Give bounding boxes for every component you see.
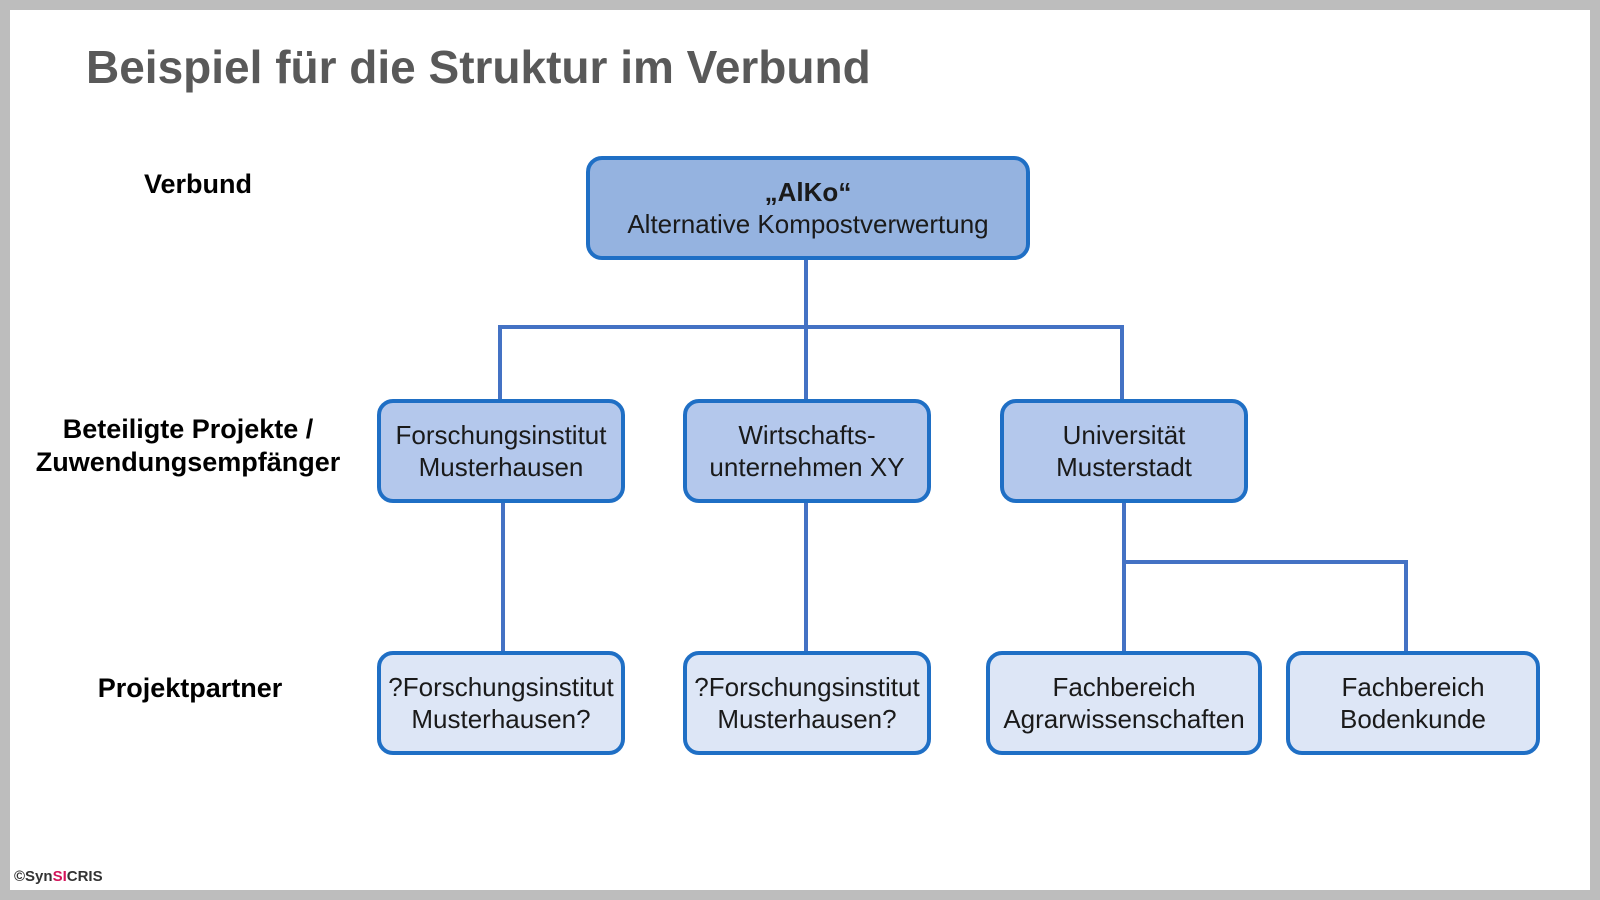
node-verbund-alko-name: „AlKo“: [764, 177, 852, 207]
level-label-verbund: Verbund: [143, 169, 252, 199]
node-fachbereich-boden-line1: Fachbereich: [1341, 672, 1485, 702]
node-verbund-alko-subtitle: Alternative Kompostverwertung: [627, 209, 989, 239]
copyright-suffix: CRIS: [66, 868, 103, 885]
node-universitaet: Universität Musterstadt: [1000, 399, 1248, 503]
node-partner-wirtschaft-line2: Musterhausen?: [717, 704, 897, 734]
node-wirtschaftsunternehmen-line1: Wirtschafts-: [738, 420, 876, 450]
node-fachbereich-agrar-line1: Fachbereich: [1052, 672, 1196, 702]
node-fachbereich-agrar-line2: Agrarwissenschaften: [1003, 704, 1245, 734]
copyright-prefix: ©Syn: [14, 868, 53, 885]
connector-lines: [498, 253, 1408, 653]
node-wirtschaftsunternehmen: Wirtschafts- unternehmen XY: [683, 399, 931, 503]
copyright-notice: ©SynSICRIS: [14, 868, 103, 885]
node-universitaet-line1: Universität: [1062, 420, 1186, 450]
level-label-beteiligte-line2: Zuwendungsempfänger: [35, 447, 341, 477]
copyright-accent: SI: [52, 868, 67, 885]
node-fachbereich-boden: Fachbereich Bodenkunde: [1286, 651, 1540, 755]
node-partner-forschung-line1: ?Forschungsinstitut: [388, 672, 614, 702]
node-partner-forschung: ?Forschungsinstitut Musterhausen?: [377, 651, 625, 755]
level-label-beteiligte-line1: Beteiligte Projekte /: [62, 414, 314, 444]
node-verbund-alko: „AlKo“ Alternative Kompostverwertung: [586, 156, 1030, 260]
node-partner-wirtschaft: ?Forschungsinstitut Musterhausen?: [683, 651, 931, 755]
level-label-projektpartner: Projektpartner: [97, 673, 283, 703]
node-partner-wirtschaft-line1: ?Forschungsinstitut: [694, 672, 920, 702]
node-partner-forschung-line2: Musterhausen?: [411, 704, 591, 734]
page-title: Beispiel für die Struktur im Verbund: [86, 41, 871, 93]
node-fachbereich-agrar: Fachbereich Agrarwissenschaften: [986, 651, 1262, 755]
node-forschungsinstitut-line1: Forschungsinstitut: [395, 420, 607, 450]
node-forschungsinstitut-line2: Musterhausen: [418, 452, 584, 482]
level-label-beteiligte: Beteiligte Projekte / Zuwendungsempfänge…: [28, 413, 348, 479]
node-wirtschaftsunternehmen-line2: unternehmen XY: [709, 452, 905, 482]
slide: Beispiel für die Struktur im Verbund Ver…: [10, 10, 1590, 890]
node-universitaet-line2: Musterstadt: [1056, 452, 1192, 482]
node-fachbereich-boden-line2: Bodenkunde: [1339, 704, 1487, 734]
node-forschungsinstitut: Forschungsinstitut Musterhausen: [377, 399, 625, 503]
